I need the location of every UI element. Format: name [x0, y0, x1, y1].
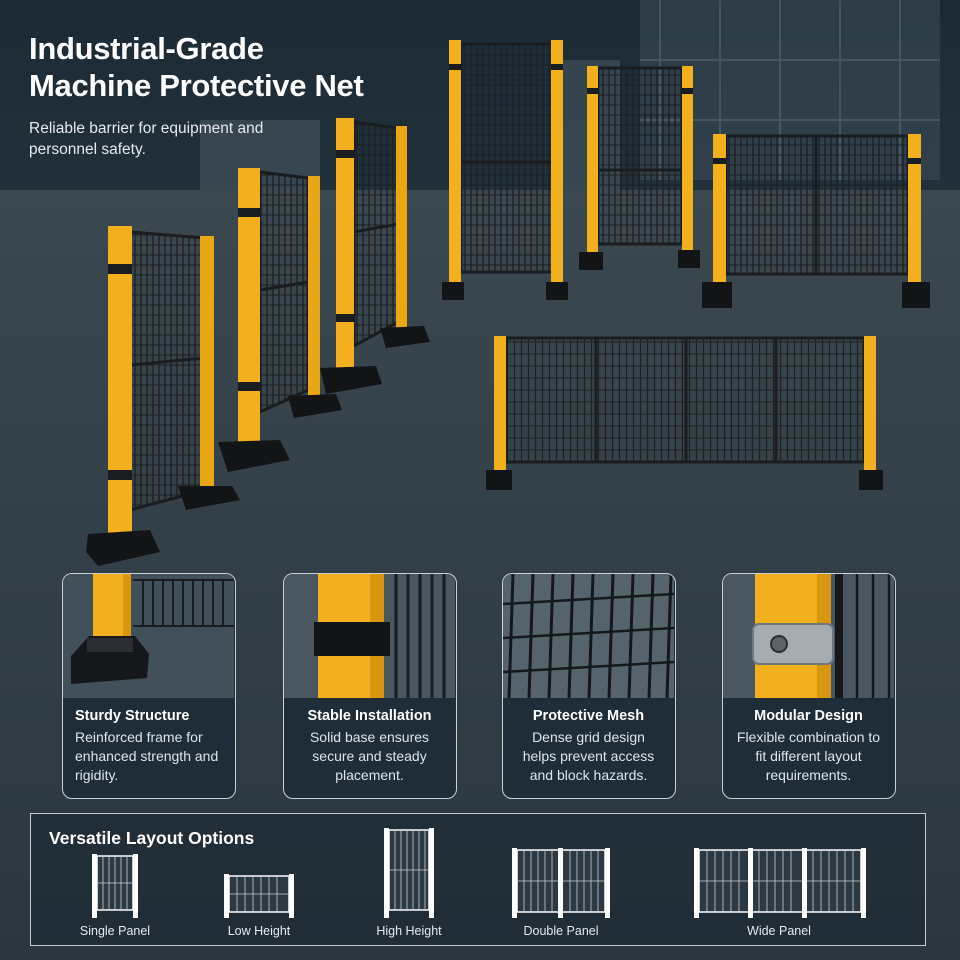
- fence-panel-wide: [486, 336, 883, 490]
- layout-label-double-panel: Double Panel: [523, 924, 599, 938]
- single-panel-icon: [92, 854, 138, 918]
- feature-card-modular-design: Modular Design Flexible combination to f…: [722, 573, 896, 799]
- feature-card-protective-mesh: Protective Mesh Dense grid design helps …: [502, 573, 676, 799]
- post-base-closeup-image: [63, 574, 234, 698]
- connector-bracket-closeup-image: [723, 574, 894, 698]
- feature-description: Reinforced frame for enhanced strength a…: [75, 729, 219, 783]
- layout-label-single-panel: Single Panel: [79, 924, 151, 938]
- post-clamp-closeup-image: [284, 574, 455, 698]
- feature-description: Flexible combination to fit different la…: [736, 729, 881, 783]
- mesh-closeup-image: [503, 574, 674, 698]
- fence-panel-tall-gate: [442, 40, 568, 300]
- fence-panel-double: [702, 134, 930, 308]
- low-height-icon: [224, 874, 294, 918]
- feature-title: Stable Installation: [307, 708, 432, 724]
- title-line-1: Industrial-Grade: [29, 31, 264, 66]
- layout-high-height: [379, 824, 439, 920]
- feature-title: Sturdy Structure: [75, 708, 190, 724]
- fence-product-illustration: [86, 40, 930, 566]
- layout-double-panel: [509, 844, 613, 920]
- wide-panel-icon: [694, 848, 866, 918]
- title-line-2: Machine Protective Net: [29, 68, 364, 103]
- fence-panel-left-1: [86, 226, 240, 566]
- layout-low-height: [221, 844, 297, 920]
- feature-card-sturdy-structure: Sturdy Structure Reinforced frame for en…: [62, 573, 236, 799]
- feature-card-stable-installation: Stable Installation Solid base ensures s…: [283, 573, 457, 799]
- feature-title: Modular Design: [754, 708, 863, 724]
- layout-label-low-height: Low Height: [227, 924, 291, 938]
- layout-label-high-height: High Height: [376, 924, 442, 938]
- fence-panel-left-2: [218, 168, 342, 472]
- layout-single-panel: [89, 844, 141, 920]
- double-panel-icon: [512, 848, 610, 918]
- feature-description: Dense grid design helps prevent access a…: [522, 729, 655, 783]
- layout-options-panel: Versatile Layout Options Single Panel: [30, 813, 926, 946]
- page-title: Industrial-Grade Machine Protective Net: [29, 30, 449, 104]
- fence-panel-mid-gate: [579, 66, 700, 270]
- layout-label-wide-panel: Wide Panel: [747, 924, 811, 938]
- fence-panel-left-3: [320, 118, 430, 394]
- high-height-icon: [384, 828, 434, 918]
- layout-wide-panel: [691, 844, 869, 920]
- feature-description: Solid base ensures secure and steady pla…: [309, 729, 430, 783]
- feature-title: Protective Mesh: [532, 708, 645, 724]
- page-subtitle: Reliable barrier for equipment and perso…: [29, 120, 264, 158]
- layout-options-title: Versatile Layout Options: [49, 828, 255, 848]
